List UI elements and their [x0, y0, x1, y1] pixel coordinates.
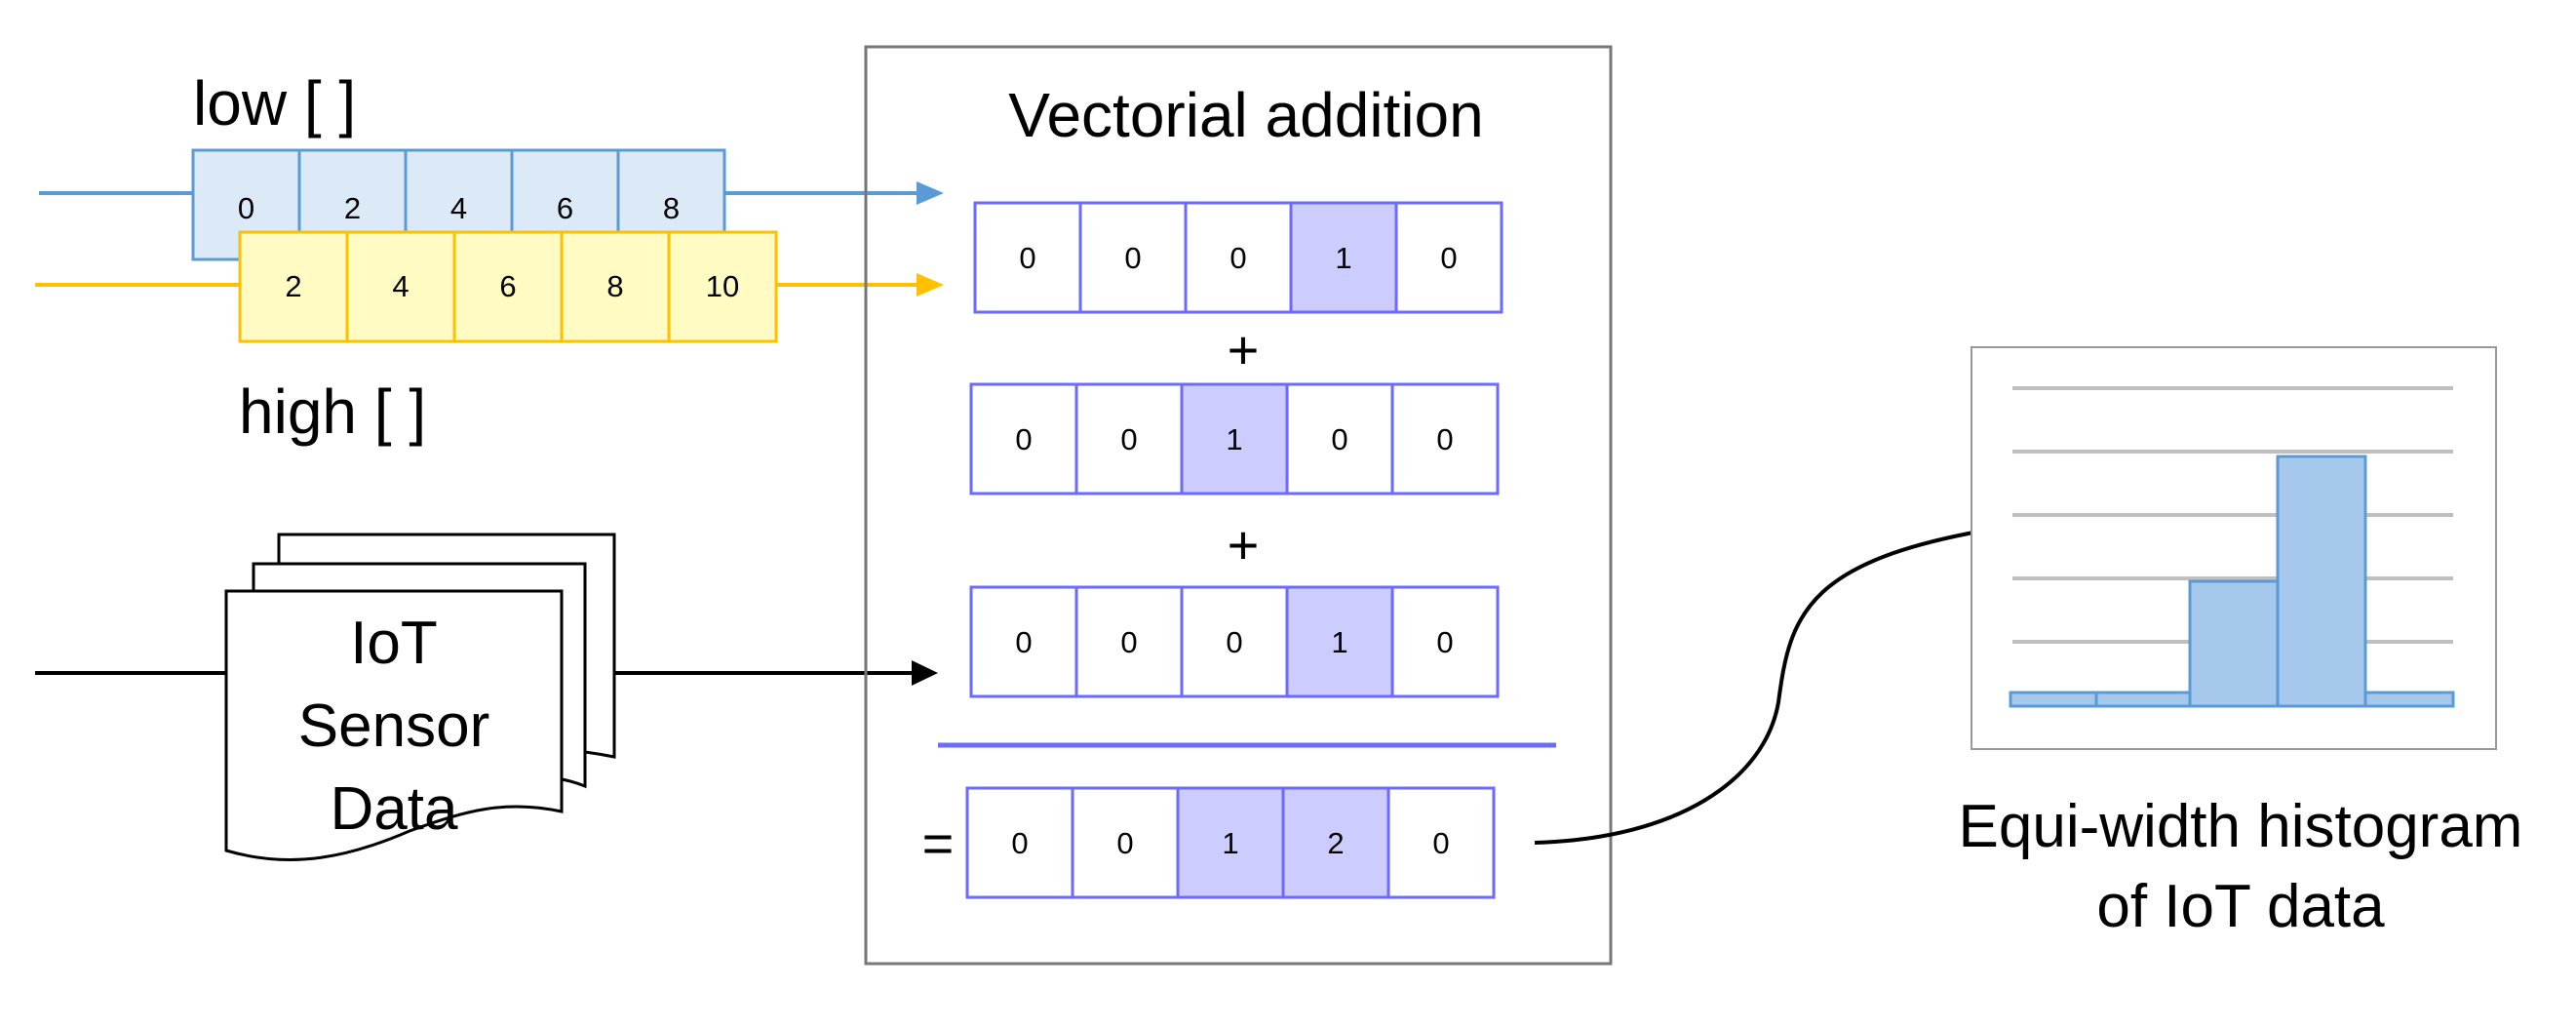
vector-cell-value: 0: [1011, 826, 1028, 860]
vector-cell-value: 0: [1124, 241, 1141, 275]
plus-sign-1: +: [1228, 319, 1260, 380]
vector-cell: [1285, 585, 1394, 698]
vector-cell-value: 0: [1331, 422, 1347, 456]
vector-cell: [1390, 585, 1500, 698]
vector-cell: [1289, 201, 1398, 314]
vector-cell-value: 0: [1436, 625, 1453, 659]
vector-cell-value: 0: [1116, 826, 1133, 860]
vector-cell: [965, 786, 1074, 899]
vector-cell: [1386, 786, 1496, 899]
high-array: 2 4 6 8 10: [238, 230, 778, 343]
high-cell-value: 6: [499, 269, 516, 303]
high-cell: [452, 230, 564, 343]
high-cell: [238, 230, 349, 343]
high-cell-value: 4: [392, 269, 409, 303]
sensor-arrow-head: [912, 660, 938, 686]
result-vector-row: 0 0 1 2 0: [965, 786, 1496, 899]
low-arrow-head: [917, 181, 944, 205]
low-cell-value: 8: [663, 191, 680, 225]
histogram-bar: [2188, 579, 2280, 708]
histogram-caption-line-1: Equi-width histogram: [1959, 793, 2523, 860]
high-cell: [560, 230, 671, 343]
high-cell-value: 2: [285, 269, 301, 303]
histogram-caption-line-2: of IoT data: [2096, 873, 2385, 940]
vector-cell: [1176, 786, 1285, 899]
vector-cell: [1281, 786, 1390, 899]
low-cell-value: 2: [344, 191, 361, 225]
vector-cell: [1074, 585, 1184, 698]
sensor-line-3: Data: [331, 775, 458, 843]
vector-cell-value: 1: [1335, 241, 1351, 275]
low-cell-value: 6: [557, 191, 573, 225]
vector-cell-value: 0: [1229, 241, 1246, 275]
high-cell-value: 10: [706, 269, 739, 303]
histogram-bar: [2276, 455, 2367, 708]
vector-row-2: 0 0 1 0 0: [969, 382, 1500, 495]
sensor-data-document: IoT Sensor Data: [224, 533, 616, 861]
vectorial-addition-box: [864, 45, 1613, 966]
high-cell-value: 8: [606, 269, 623, 303]
vectorial-addition-title: Vectorial addition: [1008, 80, 1483, 150]
vector-cell-value: 0: [1226, 625, 1242, 659]
vector-cell: [969, 585, 1078, 698]
curved-arrow-to-histogram: [1534, 523, 2021, 845]
equals-sign: =: [922, 812, 955, 874]
sensor-line-1: IoT: [350, 610, 438, 677]
vector-row-3: 0 0 0 1 0: [969, 585, 1500, 698]
vector-cell: [1071, 786, 1180, 899]
vector-cell-value: 0: [1015, 625, 1032, 659]
vector-cell-value: 0: [1436, 422, 1453, 456]
vector-cell-value: 1: [1222, 826, 1238, 860]
histogram-bar: [2363, 691, 2455, 708]
histogram-bar: [2094, 691, 2192, 708]
vector-cell: [1184, 201, 1293, 314]
vector-cell-value: 0: [1120, 625, 1137, 659]
high-cell: [667, 230, 778, 343]
vector-cell-value: 0: [1120, 422, 1137, 456]
low-array-label: low [ ]: [193, 68, 356, 139]
vector-cell: [1390, 382, 1500, 495]
vector-cell-value: 0: [1015, 422, 1032, 456]
vector-cell-value: 0: [1440, 241, 1457, 275]
vector-cell-value: 1: [1226, 422, 1242, 456]
vector-cell: [1180, 382, 1289, 495]
histogram-bars: [2009, 455, 2455, 708]
sensor-line-2: Sensor: [298, 693, 489, 760]
histogram-bar: [2009, 691, 2098, 708]
high-arrow-head: [917, 273, 944, 297]
high-array-label: high [ ]: [239, 376, 426, 447]
vector-cell-value: 1: [1331, 625, 1347, 659]
low-cell-value: 0: [238, 191, 254, 225]
plus-sign-2: +: [1228, 514, 1260, 575]
vector-cell-value: 0: [1019, 241, 1035, 275]
vector-cell: [973, 201, 1082, 314]
vector-cell-value: 0: [1432, 826, 1449, 860]
vector-row-1: 0 0 0 1 0: [973, 201, 1503, 314]
vector-cell: [969, 382, 1078, 495]
vector-cell: [1180, 585, 1289, 698]
low-cell-value: 4: [450, 191, 467, 225]
high-cell: [345, 230, 456, 343]
vector-cell: [1285, 382, 1394, 495]
vector-cell-value: 2: [1327, 826, 1344, 860]
vector-cell: [1394, 201, 1503, 314]
vector-cell: [1074, 382, 1184, 495]
